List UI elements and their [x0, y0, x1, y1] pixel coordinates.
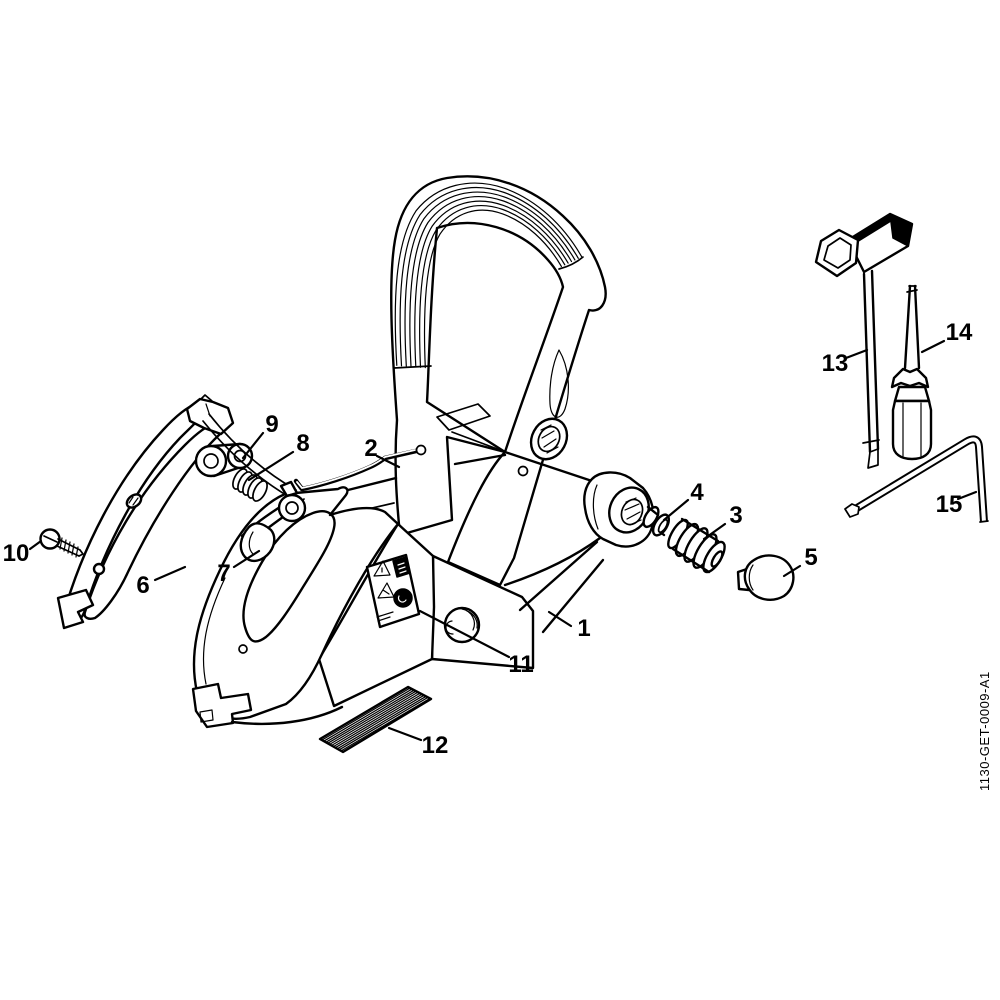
handle-screw-boss [529, 417, 569, 461]
part-label-5: 5 [804, 544, 817, 571]
throttle-lockout-lever [239, 480, 307, 563]
warning-label [365, 553, 421, 629]
combination-wrench [814, 212, 914, 469]
part-label-1: 1 [577, 615, 590, 642]
part-label-12: 12 [422, 732, 449, 759]
part-label-11: 11 [508, 651, 533, 678]
torsion-spring [232, 468, 268, 502]
hex-key [844, 435, 989, 523]
annular-buffer [667, 517, 726, 574]
part-label-15: 15 [936, 491, 963, 518]
leader-lines [28, 339, 978, 742]
hand-guard [56, 394, 224, 630]
housing-foot [191, 682, 253, 729]
part-label-9: 9 [265, 411, 278, 438]
trigger-interlock [185, 397, 305, 506]
part-label-10: 10 [3, 540, 30, 567]
part-label-3: 3 [729, 502, 742, 529]
part-label-4: 4 [690, 479, 704, 506]
plug-cap [736, 554, 795, 601]
bushing [642, 505, 671, 537]
front-handle-loop [390, 175, 607, 587]
handle-crossbar-notch [436, 403, 501, 451]
part-label-8: 8 [296, 430, 309, 457]
part-label-7: 7 [217, 560, 230, 587]
part-label-2: 2 [364, 435, 377, 462]
part-labels: 1 2 3 4 5 6 7 8 9 10 11 12 13 14 15 [3, 319, 973, 759]
mounting-boss [583, 471, 655, 548]
pin-hole [517, 465, 529, 477]
tube-highlight [549, 349, 569, 418]
screw [39, 528, 84, 558]
grip-pad [318, 685, 433, 754]
part-label-6: 6 [136, 572, 149, 599]
screwdriver [890, 284, 933, 461]
document-code: 1130-GET-0009-A1 [977, 671, 992, 791]
part-label-14: 14 [946, 319, 973, 346]
grip-ribs [393, 182, 584, 369]
part-label-13: 13 [822, 350, 849, 377]
